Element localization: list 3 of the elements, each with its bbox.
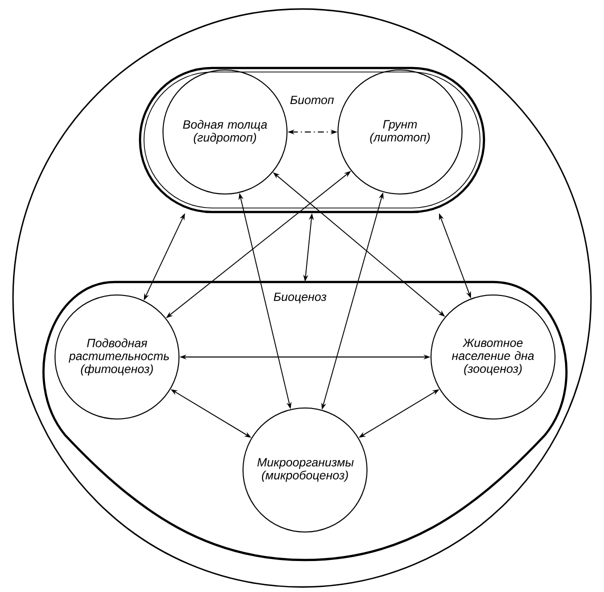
group-label: Биоценоз: [274, 292, 326, 304]
group-label: Биотоп: [290, 96, 334, 104]
outer-circle: [12, 8, 592, 588]
